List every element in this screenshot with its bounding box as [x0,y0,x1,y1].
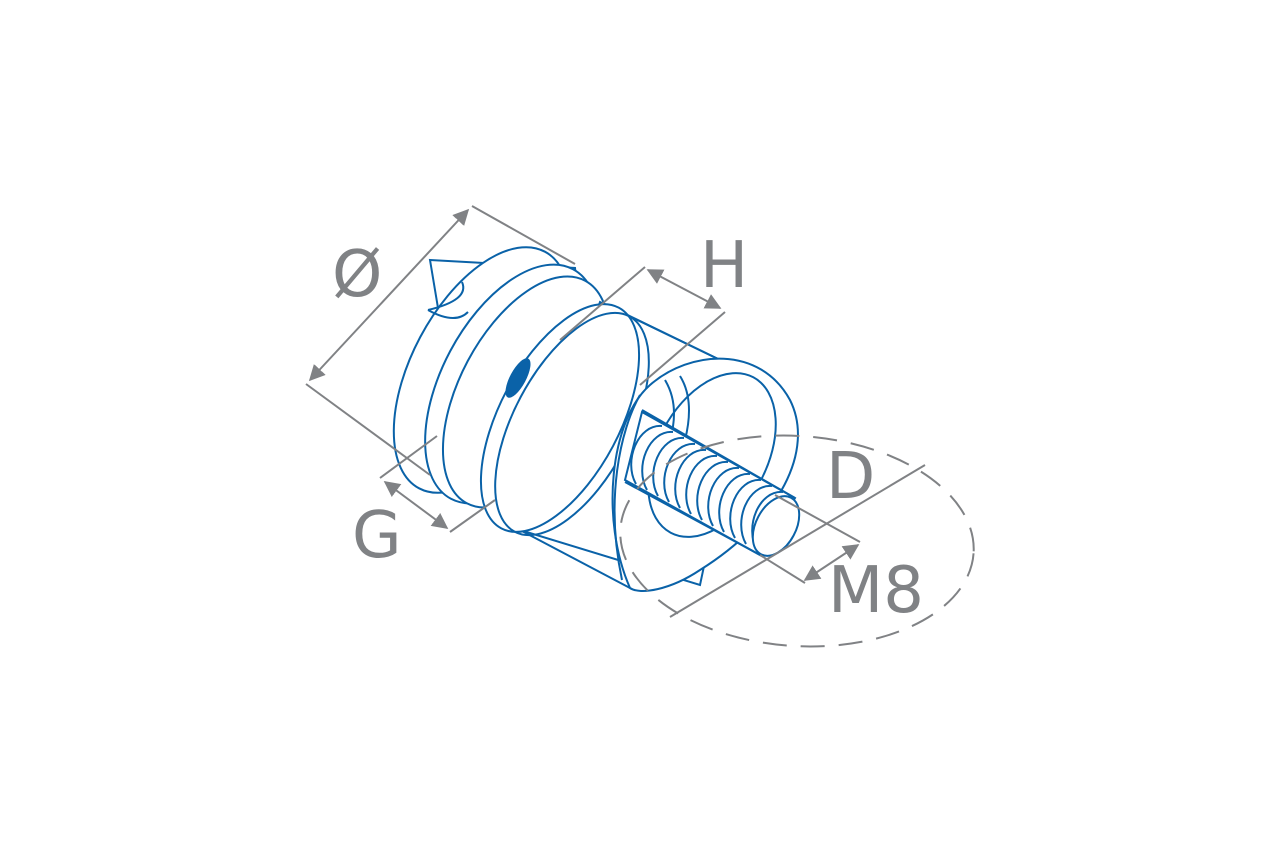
thread-ring [630,424,663,485]
thread-ring [707,466,740,527]
label-height: H [700,229,748,303]
thread-dimension [803,544,860,581]
glass-dimension [383,481,449,529]
label-thread: M8 [828,554,924,628]
thread-ring [718,472,751,533]
thread-ring [652,436,685,497]
diameter-dimension [308,208,470,382]
thread-ring [685,454,718,515]
label-depth: D [826,440,875,514]
height-dimension [646,269,722,309]
thread-ring [674,448,707,509]
label-glass: G [352,499,402,573]
glass-hole-outline [619,434,975,648]
thread-ring [696,460,729,521]
threaded-stud [623,409,801,557]
thread-ring [740,484,773,545]
thread-ring [729,478,762,539]
label-diameter: Ø [332,238,382,312]
set-screw [505,358,531,398]
dimension-lines [305,205,926,618]
